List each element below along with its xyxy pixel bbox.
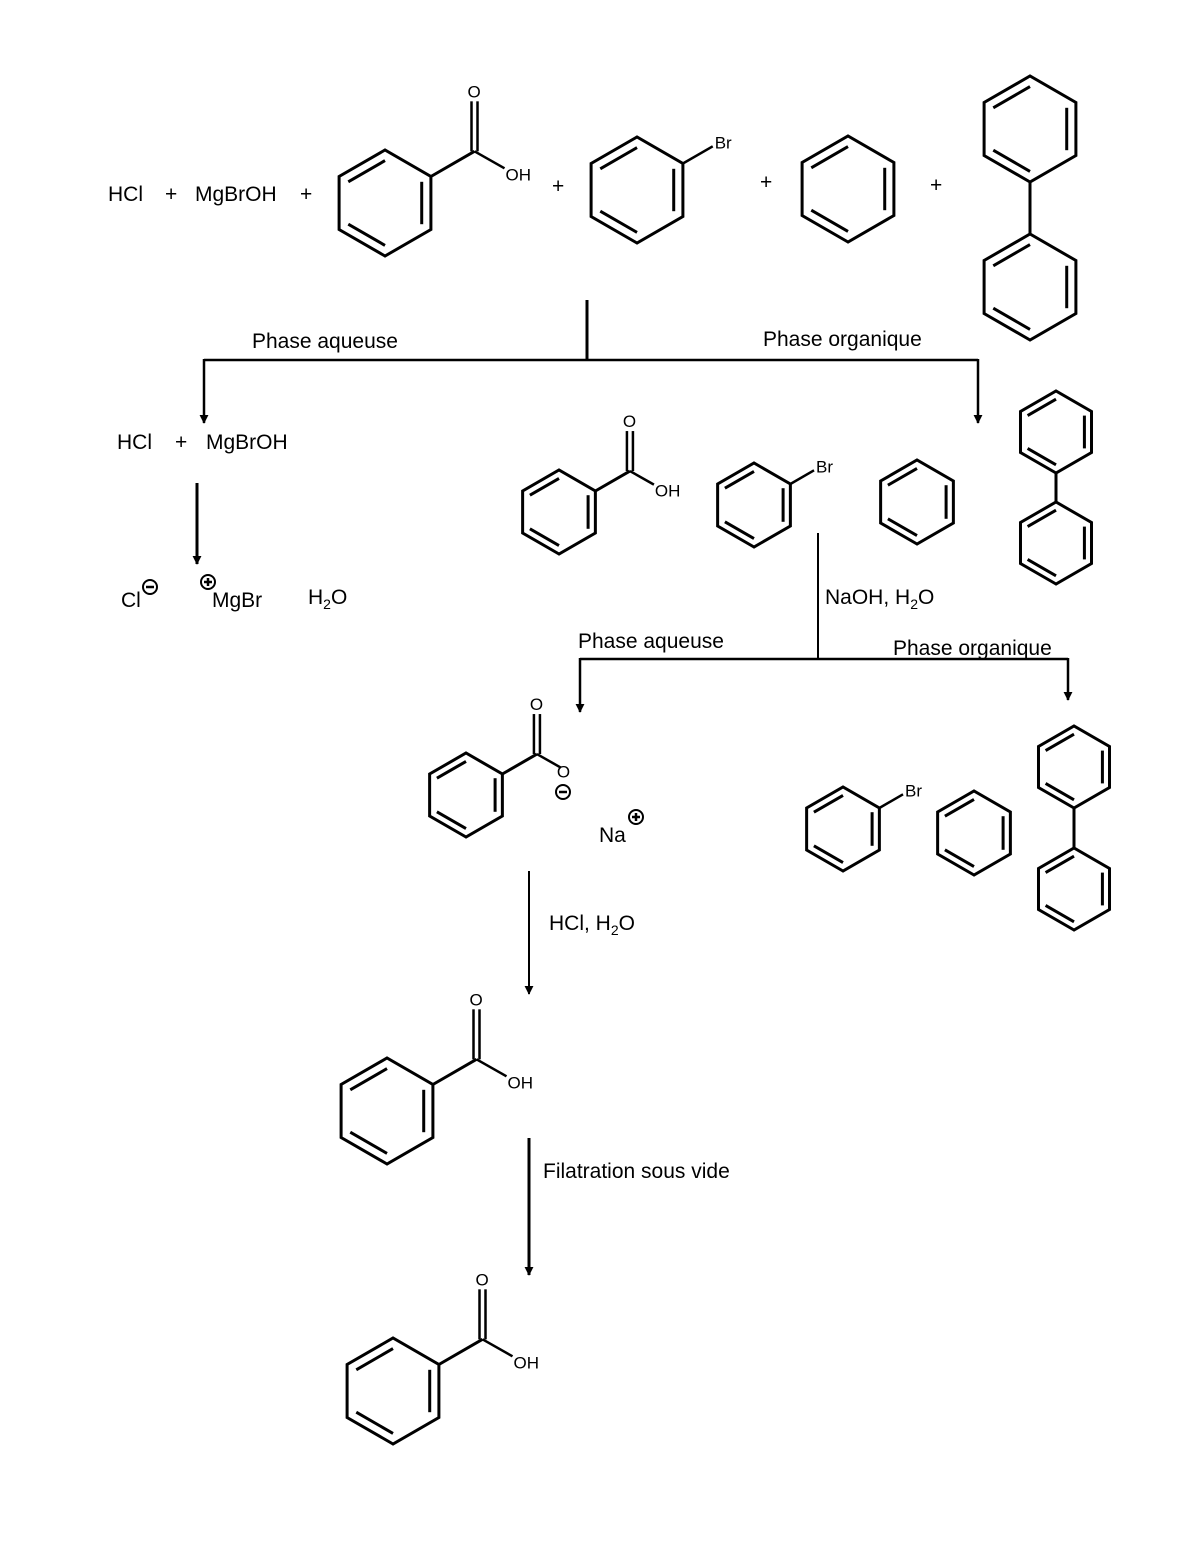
negative-charge-icon	[142, 579, 158, 595]
biphenyl-molecule	[1036, 724, 1112, 932]
carbonyl-oxygen-label: O	[476, 1270, 489, 1289]
positive-charge-icon	[628, 809, 644, 825]
carboxylate-oxygen-label: O	[557, 763, 570, 782]
chloride-label: Cl	[121, 589, 141, 612]
phase-organique-label: Phase organique	[893, 637, 1052, 660]
benzoate-anion-molecule: OO	[428, 695, 570, 839]
second-separation: NaOH, H2O Phase aqueuse Phase organique	[575, 533, 1073, 713]
biphenyl-molecule	[982, 74, 1078, 342]
hydroxyl-label: OH	[655, 482, 681, 501]
benzoic-acid-molecule: O OH	[337, 82, 532, 258]
hydroxyl-label: OH	[506, 165, 532, 184]
water-label: H2O	[308, 586, 347, 612]
benzoic-acid-molecule: O OH	[339, 990, 534, 1166]
hydroxyl-label: OH	[514, 1353, 540, 1372]
biphenyl-molecule	[1018, 389, 1094, 586]
benzoic-acid-molecule: O OH	[345, 1270, 540, 1446]
bromobenzene-molecule: Br	[589, 133, 732, 245]
aqueous-branch: HCl + MgBrOH Cl MgBr H2O	[117, 431, 347, 612]
magnesium-bromide-label: MgBr	[212, 589, 262, 612]
naoh-reagent-label: NaOH, H2O	[825, 586, 934, 612]
negative-charge-icon	[555, 784, 571, 800]
hcl-reagent-label: HCl, H2O	[549, 912, 635, 938]
phase-aqueuse-label: Phase aqueuse	[578, 630, 724, 653]
benzene-molecule	[879, 458, 955, 546]
plus-sign: +	[930, 174, 942, 197]
hydroxyl-label: OH	[508, 1073, 534, 1092]
bromine-label: Br	[715, 133, 732, 152]
bromobenzene-molecule: Br	[716, 457, 833, 549]
plus-sign: +	[300, 183, 312, 206]
plus-sign: +	[552, 175, 564, 198]
bromobenzene-molecule: Br	[805, 781, 922, 873]
benzene-molecule	[800, 134, 896, 244]
carbonyl-oxygen-label: O	[468, 82, 481, 101]
benzene-molecule	[936, 789, 1012, 877]
positive-charge-icon	[200, 574, 216, 590]
hcl-label: HCl	[108, 183, 143, 206]
bromine-label: Br	[816, 457, 833, 476]
initial-mixture: HCl + MgBrOH + + + +	[108, 171, 942, 206]
mgbroh-label: MgBrOH	[195, 183, 277, 206]
phase-organique-label: Phase organique	[763, 328, 922, 351]
phase-aqueuse-label: Phase aqueuse	[252, 330, 398, 353]
first-separation: Phase aqueuse Phase organique	[199, 300, 983, 424]
carbonyl-oxygen-label: O	[470, 990, 483, 1009]
plus-sign: +	[165, 183, 177, 206]
benzoic-acid-molecule: O OH	[521, 412, 681, 556]
filtration-step: Filatration sous vide	[524, 1138, 730, 1276]
bromine-label: Br	[905, 781, 922, 800]
plus-sign: +	[175, 431, 187, 454]
hcl-label: HCl	[117, 431, 152, 454]
carbonyl-oxygen-label: O	[530, 695, 543, 714]
acidification-step: HCl, H2O	[524, 871, 635, 995]
plus-sign: +	[760, 171, 772, 194]
carbonyl-oxygen-label: O	[623, 412, 636, 431]
mgbroh-label: MgBrOH	[206, 431, 288, 454]
filtration-label: Filatration sous vide	[543, 1160, 730, 1183]
sodium-label: Na	[599, 824, 626, 847]
benzoate-charges: Na	[555, 784, 644, 847]
